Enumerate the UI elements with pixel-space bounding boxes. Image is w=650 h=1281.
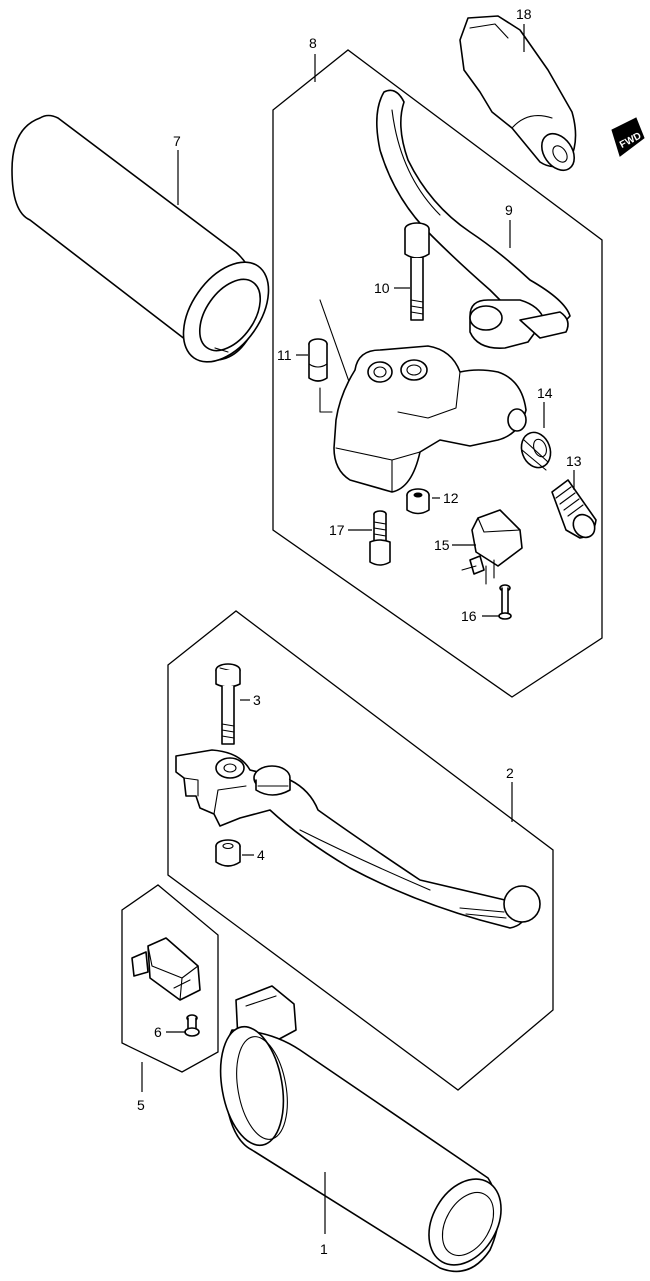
fwd-direction-badge: FWD [611, 117, 645, 157]
adjuster-ring-14 [520, 431, 552, 471]
callout-4: 4 [257, 847, 265, 863]
callout-7: 7 [173, 133, 181, 149]
callout-2: 2 [506, 765, 514, 781]
callout-3: 3 [253, 692, 261, 708]
callout-17: 17 [329, 522, 345, 538]
throttle-grip-1 [219, 985, 502, 1273]
callout-16: 16 [461, 608, 477, 624]
nut-4 [215, 839, 241, 867]
callout-12: 12 [443, 490, 459, 506]
leader-lines [141, 24, 575, 1234]
callout-6: 6 [154, 1024, 162, 1040]
callout-5: 5 [137, 1097, 145, 1113]
pivot-bolt-3 [215, 663, 241, 745]
callout-18: 18 [516, 6, 532, 22]
screw-6 [184, 1014, 200, 1037]
group-box-2 [167, 610, 554, 1091]
nut-12 [406, 488, 430, 515]
group-box-8 [272, 49, 603, 698]
callout-15: 15 [434, 537, 450, 553]
callout-8: 8 [309, 35, 317, 51]
screw-16 [498, 584, 512, 620]
callout-11: 11 [277, 347, 292, 363]
callout-1: 1 [320, 1241, 328, 1257]
group-box-5 [121, 884, 219, 1073]
lever-cover-18 [459, 15, 577, 172]
callout-labels: 1 2 3 4 5 6 7 8 9 10 11 12 13 14 15 16 1… [137, 6, 582, 1257]
grip-7 [11, 114, 270, 363]
brake-lever-2 [175, 749, 541, 929]
callout-9: 9 [505, 202, 513, 218]
cable-adjuster-13 [551, 479, 597, 539]
lever-bracket-8 [333, 345, 527, 493]
bolt-17 [369, 510, 391, 566]
switch-5 [131, 937, 201, 1001]
callout-14: 14 [537, 385, 553, 401]
collar-11 [308, 299, 353, 413]
switch-15 [461, 509, 523, 585]
clutch-lever-9 [376, 89, 571, 349]
callout-10: 10 [374, 280, 390, 296]
callout-13: 13 [566, 453, 582, 469]
pivot-bolt-10 [404, 222, 430, 321]
